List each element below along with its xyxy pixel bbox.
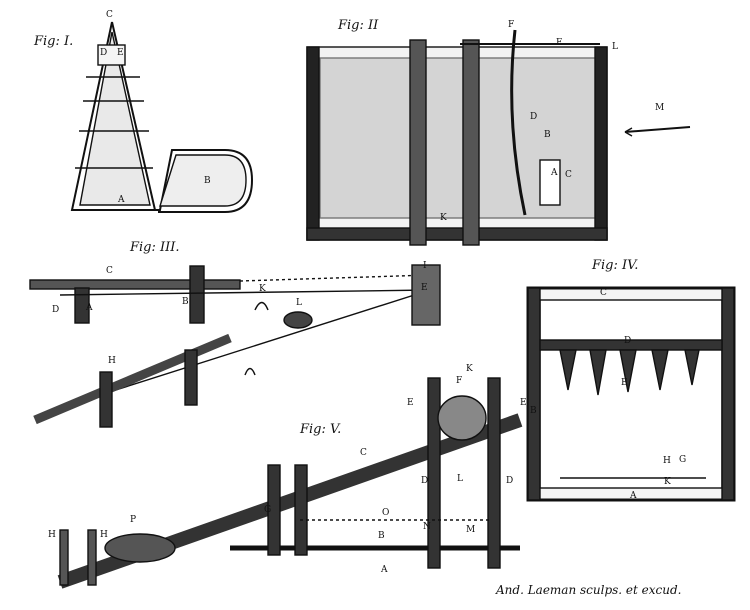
fig2-enclosure — [306, 29, 691, 246]
fig5-letter-d-left: D — [421, 476, 429, 486]
fig3-letter-c: C — [106, 266, 113, 276]
fig3-letter-d: D — [52, 305, 60, 315]
fig2-letter-l: L — [612, 42, 618, 52]
fig5-letter-p: P — [130, 515, 137, 525]
fig3-letter-b: B — [182, 297, 189, 307]
fig1-garden-plan — [70, 21, 254, 213]
fig5-letter-g: G — [264, 505, 272, 515]
fig2-letter-m: M — [655, 103, 665, 113]
fig1-letter-b: B — [204, 176, 211, 186]
fig5-letter-e-right: E — [520, 398, 527, 408]
fig5-letter-h-left: H — [48, 530, 56, 540]
fig4-letter-g: G — [679, 455, 687, 465]
fig4-letter-c: C — [600, 288, 607, 298]
fig3-guns — [29, 264, 441, 428]
fig5-letter-c: C — [360, 448, 367, 458]
fig4-spike-frame — [526, 286, 736, 502]
fig5-letter-h-right: H — [100, 530, 108, 540]
fig2-letter-a: A — [551, 168, 558, 178]
fig5-letter-a: A — [381, 565, 388, 575]
fig4-letter-a: A — [630, 491, 637, 501]
fig5-letter-m: M — [466, 525, 476, 535]
fig5-letter-n: N — [423, 522, 431, 532]
fig1-letter-c: C — [106, 10, 113, 20]
fig5-letter-b-upper: B — [530, 406, 537, 416]
fig4-letter-h: H — [663, 456, 671, 466]
fig2-letter-e: E — [556, 38, 563, 48]
fig2-letter-d: D — [530, 112, 538, 122]
fig4-letter-d: D — [624, 336, 632, 346]
fig3-letter-k: K — [259, 284, 266, 294]
fig1-letter-e: E — [117, 48, 124, 58]
fig4-title: Fig: IV. — [592, 258, 639, 273]
engraver-signature: And. Laeman sculps. et excud. — [496, 583, 682, 597]
fig5-letter-e-left: E — [407, 398, 414, 408]
fig5-letter-l: L — [457, 474, 463, 484]
fig3-letter-i: I — [423, 261, 427, 271]
fig3-letter-h: H — [108, 356, 116, 366]
fig5-letter-d-right: D — [506, 476, 514, 486]
fig2-letter-c: C — [565, 170, 572, 180]
fig1-title: Fig: I. — [34, 34, 74, 49]
fig2-letter-b: B — [544, 130, 551, 140]
fig2-letter-f: F — [508, 20, 515, 30]
fig5-letter-f: F — [456, 376, 463, 386]
fig3-letter-l: L — [296, 298, 302, 308]
fig2-letter-k: K — [440, 213, 447, 223]
fig5-trap — [57, 377, 523, 589]
fig5-letter-o: O — [382, 508, 390, 518]
fig3-letter-e: E — [421, 283, 428, 293]
fig4-letter-k: K — [664, 477, 671, 487]
fig5-letter-k: K — [466, 364, 473, 374]
fig3-title: Fig: III. — [130, 240, 180, 255]
fig4-letter-e: E — [621, 378, 628, 388]
fig1-letter-d: D — [100, 48, 108, 58]
fig5-letter-b-lower: B — [378, 531, 385, 541]
fig3-letter-a: A — [86, 303, 93, 313]
fig2-title: Fig: II — [338, 18, 379, 33]
fig5-title: Fig: V. — [300, 422, 342, 437]
fig1-letter-a: A — [118, 195, 125, 205]
